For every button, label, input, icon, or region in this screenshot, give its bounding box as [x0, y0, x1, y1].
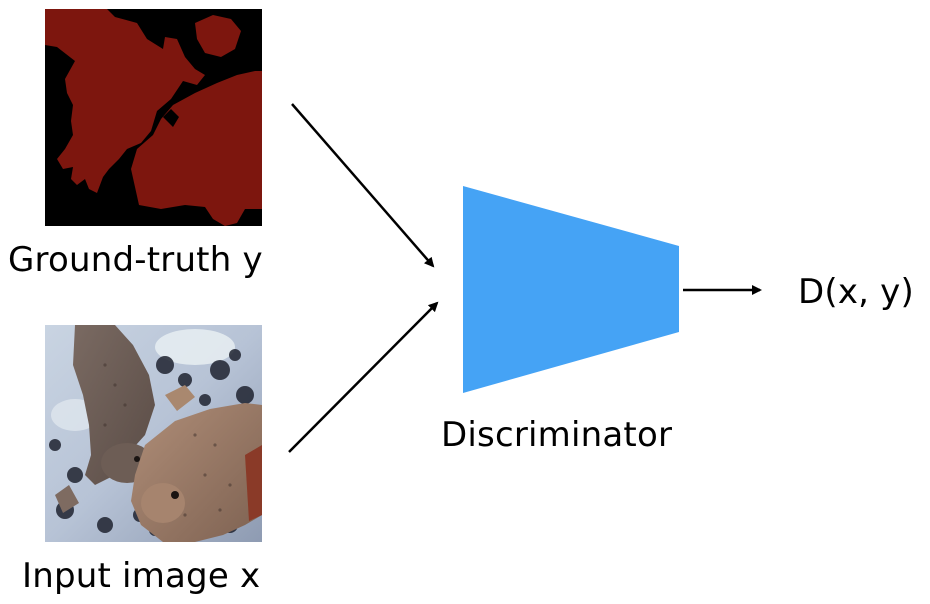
discriminator-label: Discriminator [441, 415, 673, 455]
discriminator-block [463, 186, 679, 393]
output-label: D(x, y) [798, 272, 914, 312]
arrow-ground-truth-to-discriminator [291, 103, 435, 268]
ground-truth-mask-image [45, 9, 262, 226]
input-image-label: Input image x [22, 556, 261, 596]
ground-truth-label: Ground-truth y [8, 240, 263, 280]
input-photo-image [45, 325, 262, 542]
arrow-input-to-discriminator [288, 301, 439, 453]
